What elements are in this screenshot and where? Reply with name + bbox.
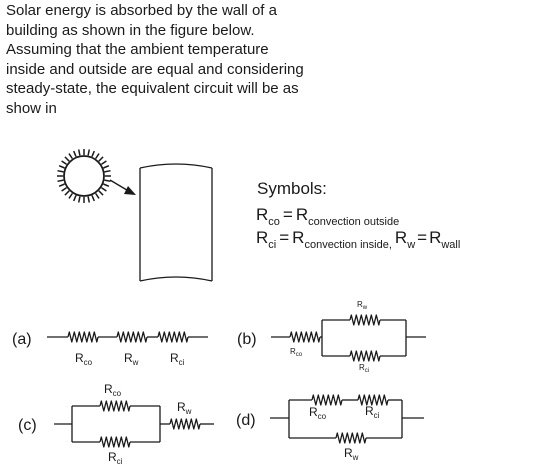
option-a-label: (a)	[12, 331, 32, 348]
option-d-circuit: (d) Rco Rci Rw	[236, 394, 424, 462]
symbols-heading: Symbols:	[257, 179, 327, 198]
label-r-co: Rco	[75, 351, 93, 367]
question-line: inside and outside are equal and conside…	[6, 60, 304, 78]
resistor-co	[67, 331, 99, 343]
question-line: building as shown in the figure below.	[6, 21, 255, 39]
sun-icon	[57, 149, 111, 203]
label-r-w: Rw	[177, 400, 192, 416]
label-r-co: Rco	[290, 347, 303, 358]
symbol-r-ci-rw: Rci=Rconvection inside,Rw=Rwall	[256, 228, 460, 251]
option-a-circuit: (a) Rco Rw Rci	[12, 331, 208, 367]
option-c-label: (c)	[18, 417, 37, 434]
symbol-r-co: Rco=Rconvection outside	[256, 205, 399, 228]
resistor-ci	[349, 350, 381, 362]
label-r-w: Rw	[357, 300, 368, 311]
label-r-w: Rw	[344, 446, 359, 462]
wall-drawing	[139, 163, 213, 282]
label-r-w: Rw	[124, 351, 139, 367]
question-line: Assuming that the ambient temperature	[6, 41, 269, 59]
resistor-ci	[157, 331, 189, 343]
resistor-co	[289, 331, 321, 343]
label-r-co: Rco	[309, 405, 327, 421]
question-line: steady-state, the equivalent circuit wil…	[6, 80, 299, 98]
resistor-w	[169, 418, 201, 430]
option-c-wires	[54, 405, 214, 443]
label-r-ci: Rci	[365, 404, 380, 420]
label-r-ci: Rci	[359, 363, 369, 374]
label-r-co: Rco	[104, 382, 122, 398]
label-r-ci: Rci	[170, 351, 185, 367]
label-r-ci: Rci	[108, 450, 123, 464]
resistor-w	[116, 331, 148, 343]
option-b-circuit: (b) Rw Rco Rci	[237, 300, 426, 374]
resistor-ci	[99, 436, 131, 448]
resistor-w	[335, 432, 367, 444]
option-d-wires	[270, 399, 424, 439]
resistor-ci	[357, 394, 389, 406]
option-d-label: (d)	[236, 412, 256, 429]
option-b-label: (b)	[237, 331, 257, 348]
option-b-wires	[271, 319, 426, 357]
question-line: Solar energy is absorbed by the wall of …	[6, 2, 277, 19]
resistor-w	[349, 314, 381, 326]
arrow-icon	[109, 179, 136, 195]
resistor-co	[99, 400, 131, 412]
question-text: Solar energy is absorbed by the wall of …	[6, 1, 326, 119]
option-c-circuit: (c) Rco Rw Rci	[18, 382, 214, 464]
question-line: show in	[6, 99, 57, 117]
symbols-legend: Symbols: Rco=Rconvection outside Rci=Rco…	[256, 179, 460, 251]
resistor-co	[311, 394, 343, 406]
